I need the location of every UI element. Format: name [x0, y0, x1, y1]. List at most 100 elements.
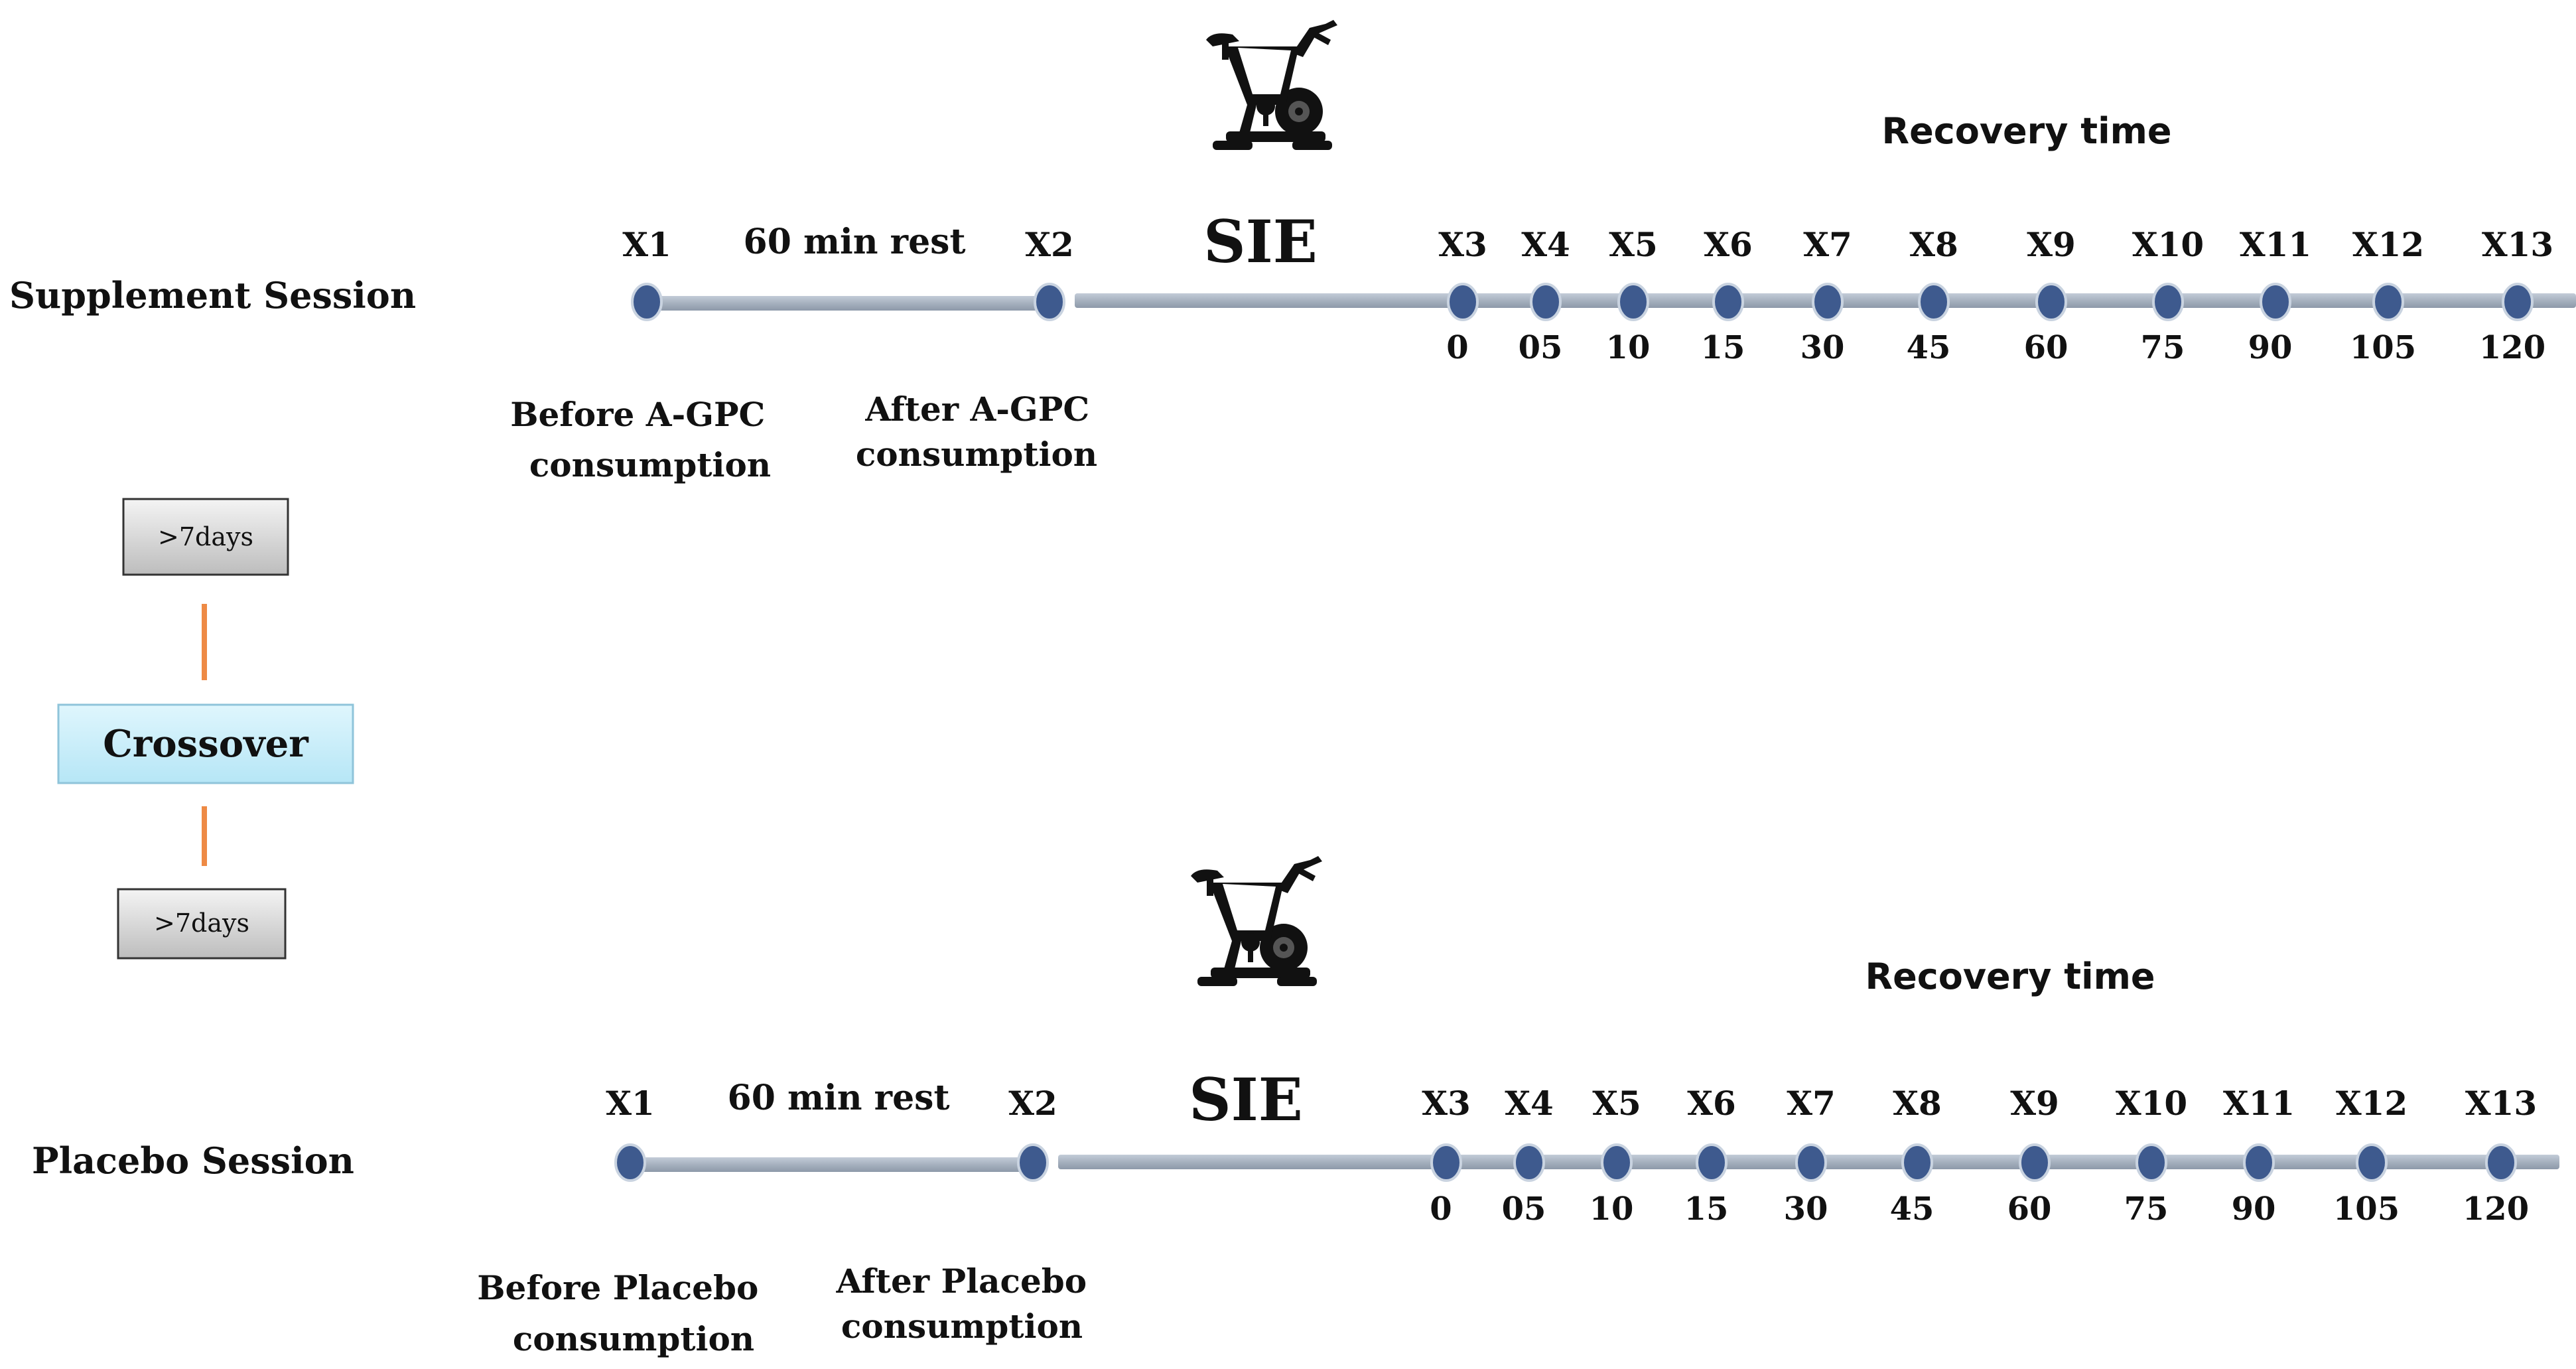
timepoint-name-x5: X5 — [1592, 1084, 1641, 1123]
after-line-1: After Placebo — [835, 1261, 1087, 1301]
after-line-2: consumption — [856, 435, 1097, 474]
rest-label: 60 min rest — [728, 1078, 950, 1118]
timepoint-name-x12: X12 — [2336, 1084, 2407, 1123]
recovery-minute-label: 60 — [2024, 329, 2068, 366]
timepoint-name-x6: X6 — [1687, 1084, 1736, 1123]
sie-label: SIE — [1203, 207, 1318, 276]
timepoint-dot-x7 — [1795, 1143, 1827, 1182]
timepoint-name-x7: X7 — [1803, 225, 1852, 264]
timepoint-dots — [631, 283, 2534, 321]
after-line-1: After A-GPC — [864, 390, 1089, 429]
timepoint-name-x8: X8 — [1909, 225, 1958, 264]
timepoint-dot-x9 — [2035, 283, 2067, 321]
recovery-minute-label: 90 — [2232, 1190, 2276, 1228]
timepoint-name-x13: X13 — [2465, 1084, 2537, 1123]
timepoint-dot-x10 — [2135, 1143, 2167, 1182]
recovery-minute-label: 0 — [1430, 1190, 1452, 1228]
timepoint-dot-x10 — [2152, 283, 2184, 321]
recovery-minute-label: 120 — [2479, 329, 2545, 366]
recovery-time-label: Recovery time — [1865, 956, 2155, 997]
before-consumption-label: Before A-GPC consumption — [510, 395, 777, 484]
timepoint-name-x3: X3 — [1422, 1084, 1471, 1123]
timepoint-name-x9: X9 — [2010, 1084, 2059, 1123]
timepoint-name-x2: X2 — [1025, 225, 1074, 264]
timepoint-name-x11: X11 — [2223, 1084, 2295, 1123]
recovery-minute-label: 10 — [1590, 1190, 1634, 1228]
recovery-minute-label: 90 — [2248, 329, 2293, 366]
recovery-minute-label: 15 — [1684, 1190, 1729, 1228]
recovery-minute-label: 75 — [2124, 1190, 2169, 1228]
days-box-top-label: >7days — [158, 522, 253, 551]
exercise-bike-icon — [1206, 20, 1337, 150]
timepoint-dot-x4 — [1530, 283, 1562, 321]
timepoint-dot-x11 — [2260, 283, 2291, 321]
recovery-minute-label: 105 — [2350, 329, 2416, 366]
crossover-box: Crossover — [57, 703, 354, 784]
timepoint-name-x10: X10 — [2132, 225, 2204, 264]
timepoint-dot-x8 — [1918, 283, 1950, 321]
before-line-2: consumption — [513, 1319, 754, 1358]
timepoint-dot-x2 — [1034, 283, 1065, 321]
timepoint-name-x6: X6 — [1704, 225, 1753, 264]
crossover-label: Crossover — [103, 722, 309, 766]
crossover-panel: >7days Crossover >7days — [57, 498, 354, 960]
recovery-minute-label: 105 — [2333, 1190, 2400, 1228]
recovery-minute-label: 05 — [1502, 1190, 1546, 1228]
timepoint-name-x3: X3 — [1438, 225, 1487, 264]
after-consumption-label: After Placebo consumption — [835, 1261, 1098, 1346]
timepoint-name-x8: X8 — [1893, 1084, 1942, 1123]
recovery-minute-label: 30 — [1784, 1190, 1828, 1228]
before-line-2: consumption — [529, 445, 771, 484]
timepoint-dot-x4 — [1513, 1143, 1545, 1182]
timepoint-dot-x5 — [1601, 1143, 1633, 1182]
timepoint-dot-x2 — [1017, 1143, 1049, 1182]
timepoint-name-x1: X1 — [606, 1084, 655, 1123]
supplement-session: Supplement Session SIE Recovery time 60 … — [9, 20, 2576, 484]
session-label: Placebo Session — [32, 1139, 354, 1182]
timepoint-dot-x5 — [1617, 283, 1649, 321]
timepoint-dot-x1 — [631, 283, 663, 321]
recovery-minute-label: 45 — [1907, 329, 1951, 366]
rest-label: 60 min rest — [744, 222, 966, 262]
timepoint-dot-x1 — [614, 1143, 646, 1182]
recovery-minute-label: 120 — [2463, 1190, 2529, 1228]
timeline-track-rest — [647, 296, 1048, 311]
timepoint-dot-x8 — [1901, 1143, 1933, 1182]
timepoint-dot-x3 — [1430, 1143, 1462, 1182]
placebo-session: Placebo Session SIE Recovery time 60 min… — [32, 856, 2559, 1358]
after-consumption-label: After A-GPC consumption — [856, 390, 1101, 474]
recovery-minute-label: 0 — [1446, 329, 1468, 366]
timepoint-name-x12: X12 — [2352, 225, 2424, 264]
timepoint-name-x1: X1 — [622, 225, 671, 264]
recovery-minute-label: 60 — [2007, 1190, 2052, 1228]
recovery-minute-label: 45 — [1890, 1190, 1934, 1228]
timepoint-dot-x7 — [1812, 283, 1844, 321]
timepoint-name-x9: X9 — [2027, 225, 2076, 264]
timepoint-name-x11: X11 — [2240, 225, 2311, 264]
timepoint-dot-x6 — [1696, 1143, 1728, 1182]
timepoint-times: 0 05 10 15 30 45 60 75 90 105 120 — [1430, 1190, 2529, 1228]
timeline-track-rest — [630, 1157, 1032, 1172]
days-box-top: >7days — [122, 498, 289, 576]
timepoint-name-x5: X5 — [1609, 225, 1658, 264]
before-line-1: Before Placebo — [477, 1268, 758, 1307]
sie-label: SIE — [1189, 1065, 1303, 1134]
timepoint-name-x13: X13 — [2482, 225, 2553, 264]
timepoint-name-x10: X10 — [2116, 1084, 2187, 1123]
days-box-bottom: >7days — [117, 888, 287, 960]
recovery-time-label: Recovery time — [1882, 110, 2172, 152]
recovery-minute-label: 10 — [1606, 329, 1651, 366]
before-consumption-label: Before Placebo consumption — [477, 1268, 770, 1358]
exercise-bike-icon — [1191, 856, 1322, 986]
days-box-bottom-label: >7days — [154, 908, 249, 938]
timepoint-dot-x9 — [2019, 1143, 2051, 1182]
recovery-minute-label: 30 — [1800, 329, 1845, 366]
timepoint-dot-x13 — [2502, 283, 2534, 321]
timepoint-dot-x11 — [2243, 1143, 2275, 1182]
timepoint-name-x2: X2 — [1008, 1084, 1057, 1123]
timepoint-dots — [614, 1143, 2517, 1182]
